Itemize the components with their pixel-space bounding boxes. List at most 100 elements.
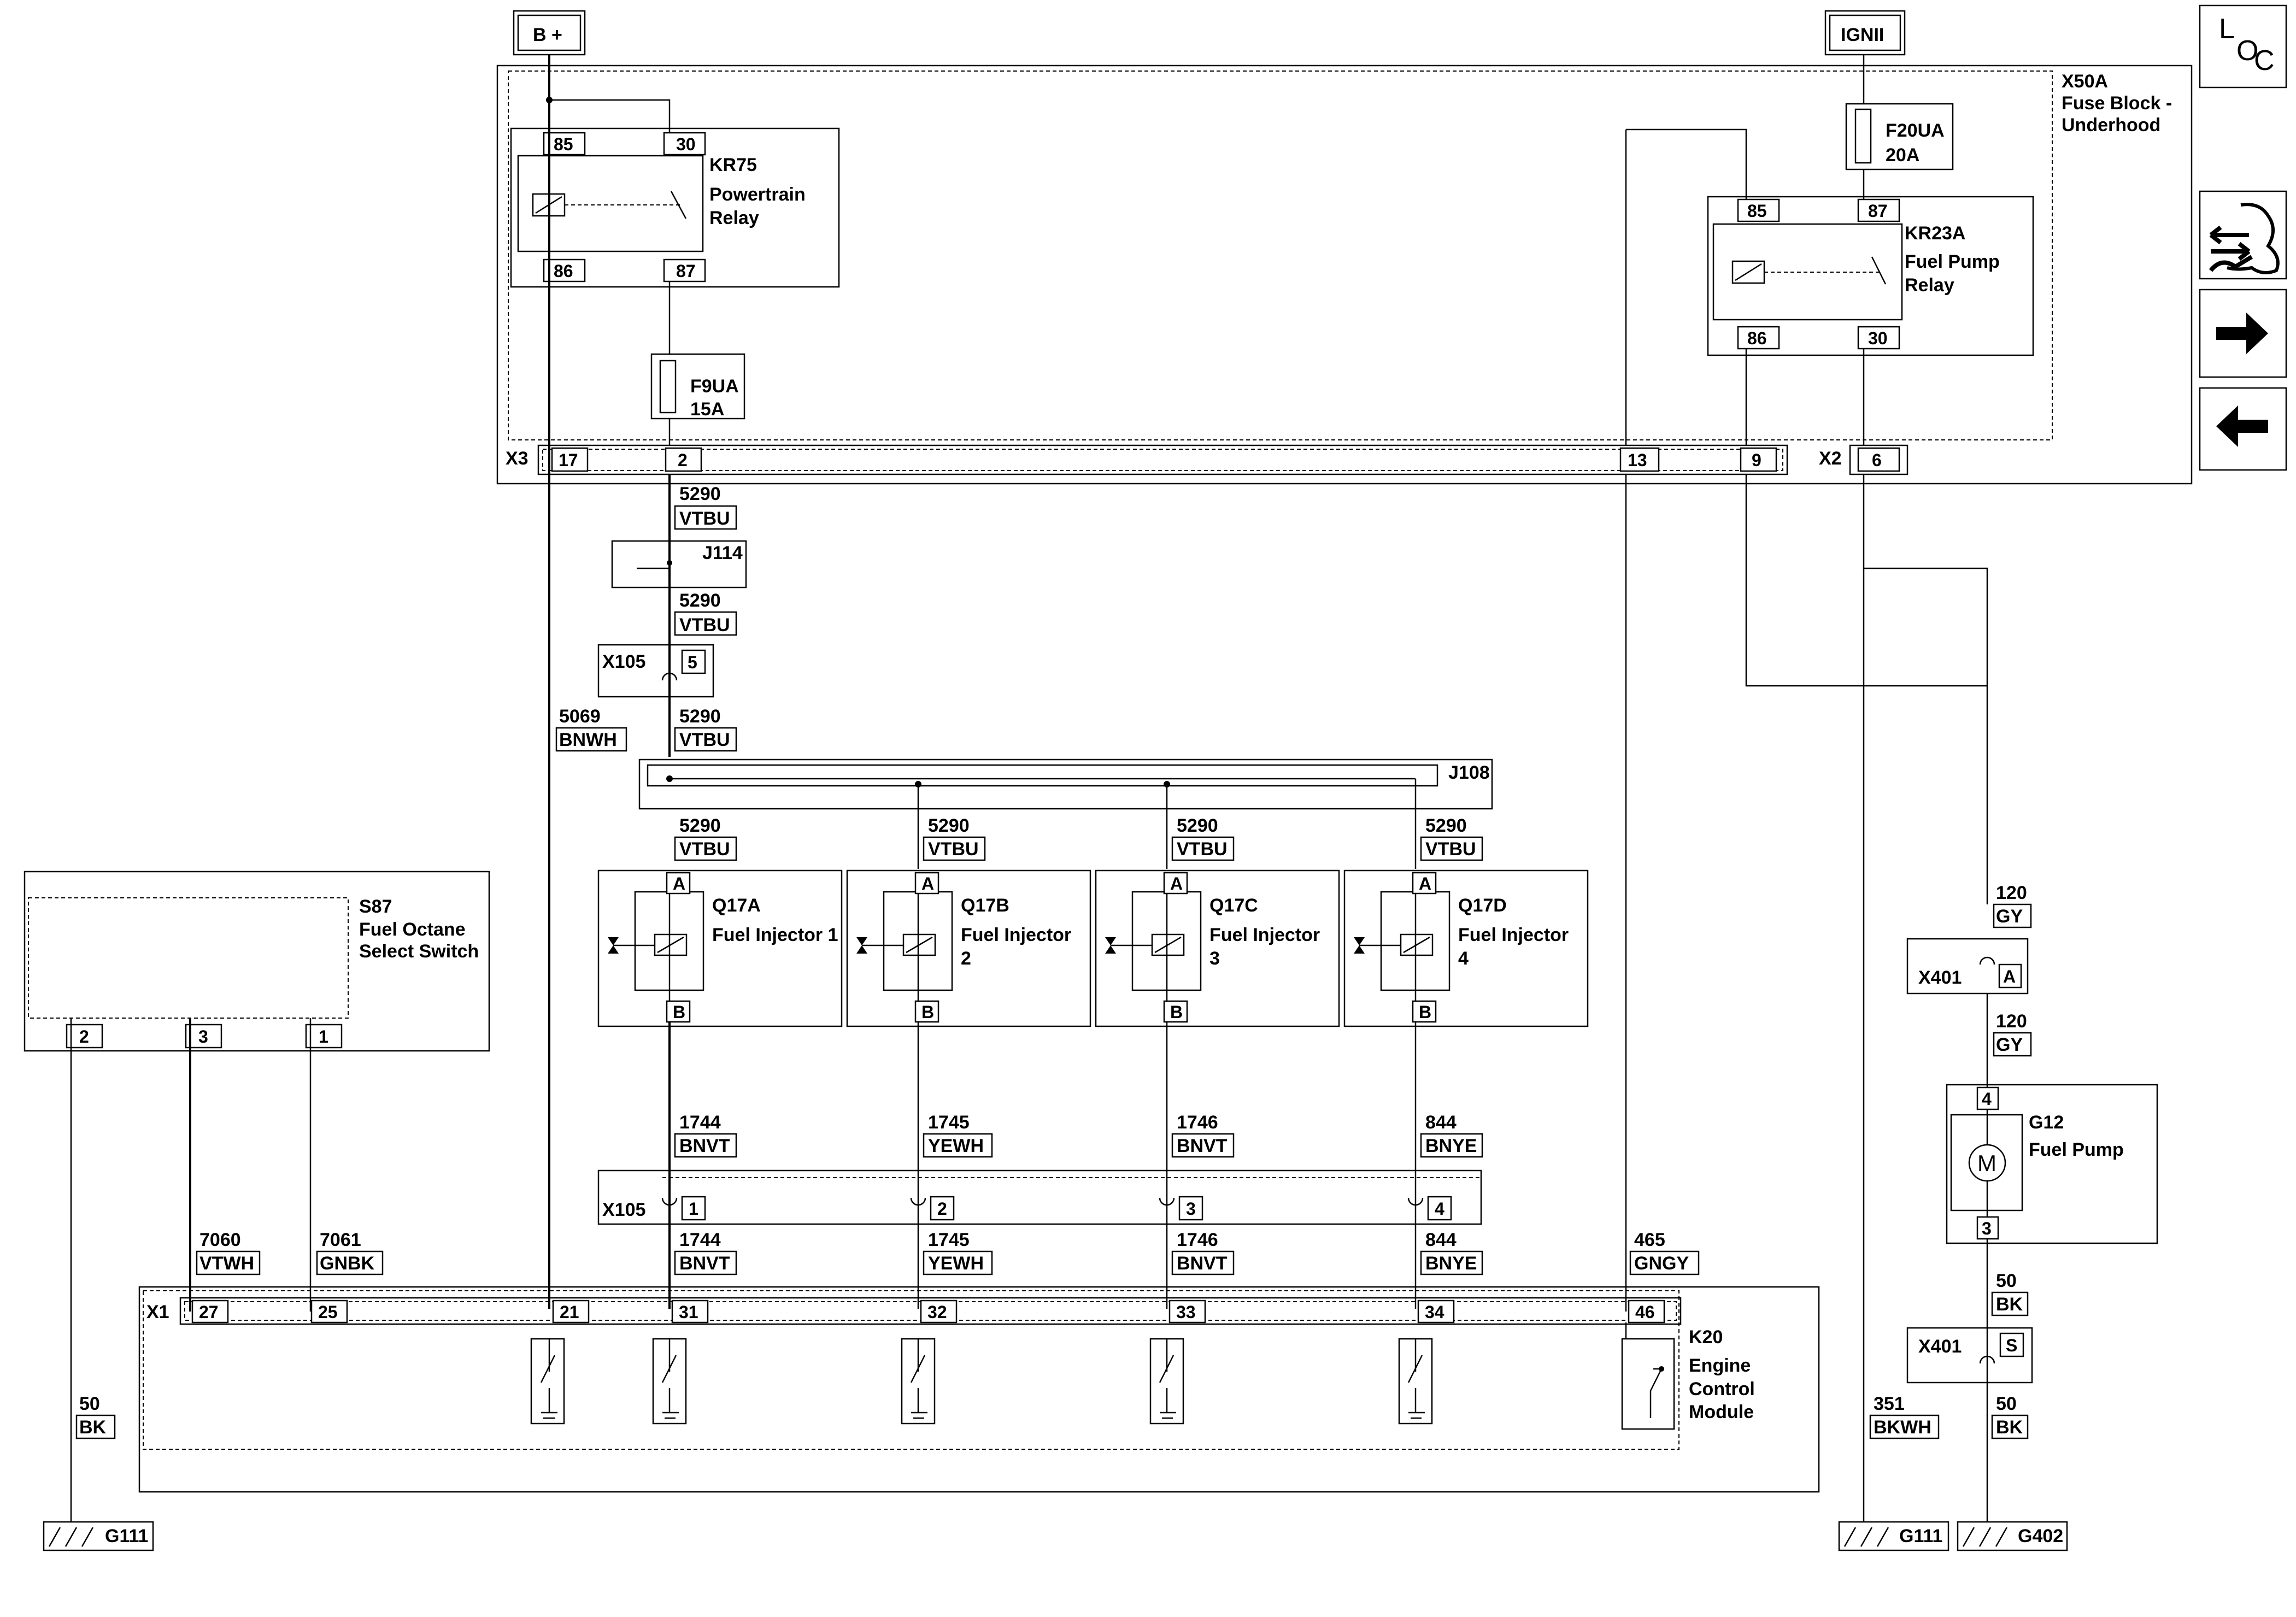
wire-351-label: 351 BKWH [1869, 1393, 1940, 1439]
wire-844-label-1: 844 BNYE [1420, 1112, 1483, 1158]
fuse-block-x50a: X50A Fuse Block - Underhood [496, 64, 2193, 485]
splice-j108: J108 [638, 758, 1493, 869]
svg-text:Fuse Block -: Fuse Block - [2062, 93, 2172, 114]
svg-text:1: 1 [319, 1027, 328, 1046]
svg-text:5069: 5069 [559, 706, 601, 727]
svg-text:X3: X3 [506, 448, 529, 469]
injector-q17d: 5290 VTBU A B Q17D Fuel Injector 4 [1343, 815, 1589, 1027]
svg-text:M: M [1977, 1150, 1996, 1176]
svg-text:15A: 15A [690, 399, 724, 420]
svg-text:31: 31 [679, 1302, 698, 1322]
svg-text:Fuel Pump: Fuel Pump [1905, 251, 2000, 272]
injector-q17b: 5290 VTBU A B Q17B Fuel Injector 2 [846, 815, 1091, 1027]
svg-text:Q17C: Q17C [1209, 895, 1258, 916]
connector-view-button[interactable] [2199, 190, 2287, 280]
svg-text:GY: GY [1996, 1034, 2023, 1055]
svg-text:Module: Module [1689, 1402, 1754, 1422]
svg-text:5290: 5290 [679, 484, 721, 504]
svg-text:Relay: Relay [1905, 275, 1954, 296]
svg-text:2: 2 [678, 450, 688, 470]
connector-x401-a: X401 A [1906, 938, 2029, 995]
svg-text:7061: 7061 [320, 1230, 361, 1250]
svg-text:2: 2 [961, 948, 971, 969]
svg-text:BK: BK [1996, 1294, 2023, 1315]
wires-switch [70, 1018, 312, 1522]
svg-text:21: 21 [560, 1302, 579, 1322]
wire-7061-label: 7061 GNBK [316, 1230, 384, 1275]
svg-text:BNVT: BNVT [1177, 1253, 1228, 1274]
svg-text:Select Switch: Select Switch [359, 941, 479, 962]
svg-text:1744: 1744 [679, 1112, 721, 1133]
svg-text:BNYE: BNYE [1425, 1253, 1477, 1274]
wire-1745-label-2: 1745 YEWH [923, 1230, 993, 1275]
svg-text:KR23A: KR23A [1905, 223, 1965, 244]
connector-x401-s: X401 S [1906, 1327, 2033, 1384]
svg-text:Fuel Injector: Fuel Injector [1209, 925, 1320, 945]
svg-text:1745: 1745 [928, 1112, 970, 1133]
svg-text:X1: X1 [146, 1302, 169, 1322]
svg-text:87: 87 [1868, 201, 1888, 221]
next-page-button[interactable] [2199, 289, 2287, 378]
relay-kr75: 85 30 86 87 KR75 Powertrain Relay [510, 127, 840, 288]
svg-text:Q17A: Q17A [712, 895, 761, 916]
svg-text:50: 50 [1996, 1271, 2017, 1291]
svg-text:4: 4 [1458, 948, 1469, 969]
svg-text:S87: S87 [359, 896, 392, 917]
connector-view-icon [2209, 203, 2280, 274]
svg-text:A: A [1419, 874, 1431, 893]
svg-text:L: L [2219, 13, 2235, 45]
svg-text:GY: GY [1996, 906, 2023, 927]
svg-text:J108: J108 [1448, 762, 1490, 783]
svg-text:87: 87 [676, 261, 696, 281]
svg-text:3: 3 [1186, 1199, 1196, 1219]
splice-j114: J114 [611, 540, 747, 589]
svg-text:X105: X105 [602, 651, 645, 672]
wires-pump [1863, 568, 1988, 1522]
wire-1746-label-2: 1746 BNVT [1171, 1230, 1235, 1275]
svg-text:3: 3 [198, 1027, 208, 1046]
svg-text:G402: G402 [2018, 1526, 2063, 1547]
svg-text:VTBU: VTBU [928, 839, 979, 860]
svg-text:7060: 7060 [199, 1230, 241, 1250]
ground-g111-right: G111 [1838, 1521, 1949, 1551]
ground-g402: G402 [1957, 1521, 2068, 1551]
svg-text:O: O [2236, 35, 2258, 67]
svg-text:BNYE: BNYE [1425, 1136, 1477, 1156]
wire-50-label-right-1: 50 BK [1991, 1271, 2029, 1316]
svg-text:46: 46 [1635, 1302, 1655, 1322]
svg-text:F20UA: F20UA [1886, 120, 1945, 141]
previous-page-button[interactable] [2199, 387, 2287, 471]
svg-text:BNWH: BNWH [559, 730, 617, 750]
fuse-f9ua: F9UA 15A [650, 353, 745, 420]
svg-text:X2: X2 [1819, 448, 1842, 469]
svg-text:Fuel Pump: Fuel Pump [2029, 1139, 2124, 1160]
location-button[interactable]: L O C [2199, 4, 2287, 89]
ground-g111-left: G111 [43, 1521, 154, 1551]
svg-text:32: 32 [927, 1302, 947, 1322]
svg-text:GNGY: GNGY [1634, 1253, 1689, 1274]
svg-text:3: 3 [1209, 948, 1220, 969]
previous-arrow-icon [2216, 405, 2268, 447]
switch-s87: S87 Fuel Octane Select Switch 2 3 1 [24, 871, 490, 1052]
wire-465-label: 465 GNGY [1629, 1230, 1700, 1275]
injector-q17a: 5290 VTBU A B Q17A Fuel Injector 1 [597, 815, 843, 1027]
svg-text:2: 2 [937, 1199, 947, 1219]
wire-1744-label-1: 1744 BNVT [674, 1112, 737, 1158]
svg-text:33: 33 [1176, 1302, 1196, 1322]
wire-120-label-2: 120 GY [1993, 1011, 2032, 1057]
wire-5290-label-3: 5290 VTBU [674, 706, 737, 752]
svg-text:X401: X401 [1918, 967, 1962, 988]
svg-text:844: 844 [1425, 1112, 1457, 1133]
svg-text:X50A: X50A [2062, 71, 2108, 92]
wire-50-label-right-2: 50 BK [1991, 1393, 2029, 1439]
svg-text:A: A [1170, 874, 1183, 893]
svg-text:Fuel Octane: Fuel Octane [359, 919, 466, 940]
relay-kr23a: 85 87 86 30 KR23A Fuel Pump Relay [1707, 196, 2034, 356]
svg-text:A: A [673, 874, 685, 893]
svg-text:VTBU: VTBU [679, 615, 730, 636]
connector-x105-top: X105 5 [597, 644, 714, 698]
svg-text:G111: G111 [1899, 1526, 1942, 1547]
svg-text:34: 34 [1425, 1302, 1444, 1322]
svg-text:9: 9 [1752, 450, 1761, 470]
svg-text:85: 85 [1747, 201, 1767, 221]
